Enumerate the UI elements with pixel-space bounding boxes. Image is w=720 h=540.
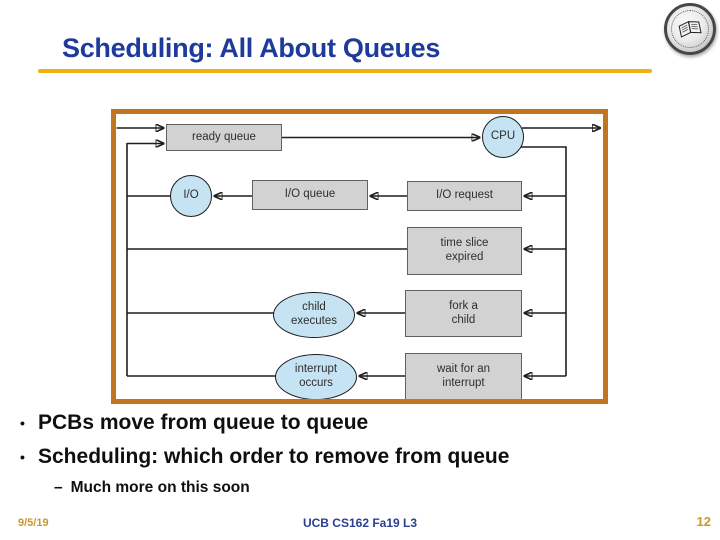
- footer-page-number: 12: [696, 514, 711, 529]
- sub-bullet-item: – Much more on this soon: [54, 479, 710, 497]
- bullet-item: • Scheduling: which order to remove from…: [20, 445, 710, 469]
- footer-course-label: UCB CS162 Fa19 L3: [302, 516, 418, 530]
- diagram-flow-arrows: [116, 114, 603, 399]
- node-fork-a-child: fork a child: [405, 290, 522, 337]
- queue-diagram-frame: ready queue CPU I/O I/O queue I/O reques…: [111, 109, 608, 404]
- university-seal-icon: [664, 3, 716, 55]
- node-ready-queue: ready queue: [166, 124, 282, 151]
- bullet-item: • PCBs move from queue to queue: [20, 411, 710, 434]
- node-io-request: I/O request: [407, 181, 522, 211]
- node-interrupt-occurs: interrupt occurs: [275, 354, 357, 399]
- bullet-text: PCBs move from queue to queue: [38, 411, 369, 434]
- node-time-slice-expired: time slice expired: [407, 227, 522, 275]
- flow-line: [520, 146, 567, 376]
- node-io: I/O: [170, 175, 212, 217]
- bullet-text: Scheduling: which order to remove from q…: [38, 445, 510, 469]
- node-wait-for-interrupt: wait for an interrupt: [405, 353, 522, 399]
- dash-icon: –: [54, 479, 63, 497]
- footer-date: 9/5/19: [18, 517, 49, 529]
- bullet-list: • PCBs move from queue to queue • Schedu…: [20, 411, 710, 497]
- node-io-queue: I/O queue: [252, 180, 368, 210]
- node-cpu: CPU: [482, 116, 524, 158]
- sub-bullet-text: Much more on this soon: [70, 479, 250, 497]
- bullet-icon: •: [20, 449, 25, 466]
- page-title: Scheduling: All About Queues: [62, 33, 441, 63]
- title-underline: [38, 69, 652, 73]
- bullet-icon: •: [20, 415, 25, 431]
- node-child-executes: child executes: [273, 292, 355, 338]
- open-book-icon: [678, 20, 702, 38]
